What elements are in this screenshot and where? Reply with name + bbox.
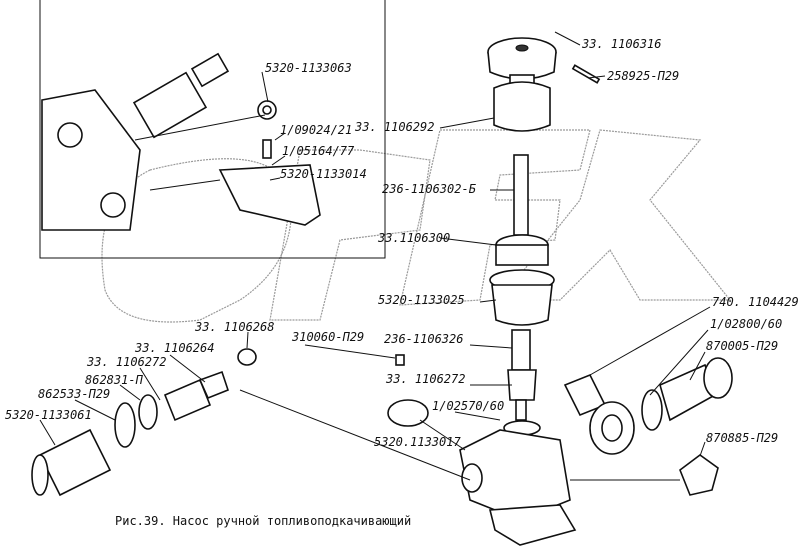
part-label: 1/09024/21 [280, 123, 352, 137]
part-label: 862533-П29 [38, 387, 110, 401]
part-label: 5320-1133025 [378, 293, 465, 307]
leader-lines [39, 31, 711, 457]
part-label: 5320-1133061 [5, 408, 92, 422]
figure-caption: Рис.39. Насос ручной топливоподкачивающи… [115, 514, 411, 528]
pump-assembly [387, 37, 601, 546]
part-label: 33. 1106292 [354, 120, 434, 134]
part-label: 33.1106300 [377, 231, 450, 245]
part-labels: 5320-1133063 1/09024/21 1/05164/77 5320-… [5, 37, 799, 449]
part-label: 5320.1133017 [374, 435, 461, 449]
part-label: 33. 1106272 [385, 372, 465, 386]
part-label: 33. 1106316 [581, 37, 661, 51]
part-label: 1/02800/60 [710, 317, 782, 331]
part-label: 33. 1106264 [134, 341, 214, 355]
part-label: 862831-П [85, 373, 144, 387]
part-label: 33. 1106272 [86, 355, 166, 369]
part-label: 258925-П29 [607, 69, 679, 83]
inset-frame [39, 0, 386, 259]
right-fittings [563, 357, 733, 496]
part-label: 870885-П29 [706, 431, 778, 445]
part-label: 870005-П29 [706, 339, 778, 353]
part-label: 33. 1106268 [194, 320, 274, 334]
part-label: 5320-1133014 [280, 167, 367, 181]
part-label: 5320-1133063 [265, 61, 352, 75]
left-fittings [31, 348, 471, 497]
part-label: 1/05164/77 [282, 144, 355, 158]
part-label: 236-1106326 [384, 332, 463, 346]
part-label: 310060-П29 [291, 330, 364, 344]
part-label: 740. 1104429 [712, 295, 799, 309]
part-label: 1/02570/60 [432, 399, 504, 413]
inset-engine-mount [41, 52, 321, 231]
part-label: 236-1106302-Б [382, 182, 477, 196]
